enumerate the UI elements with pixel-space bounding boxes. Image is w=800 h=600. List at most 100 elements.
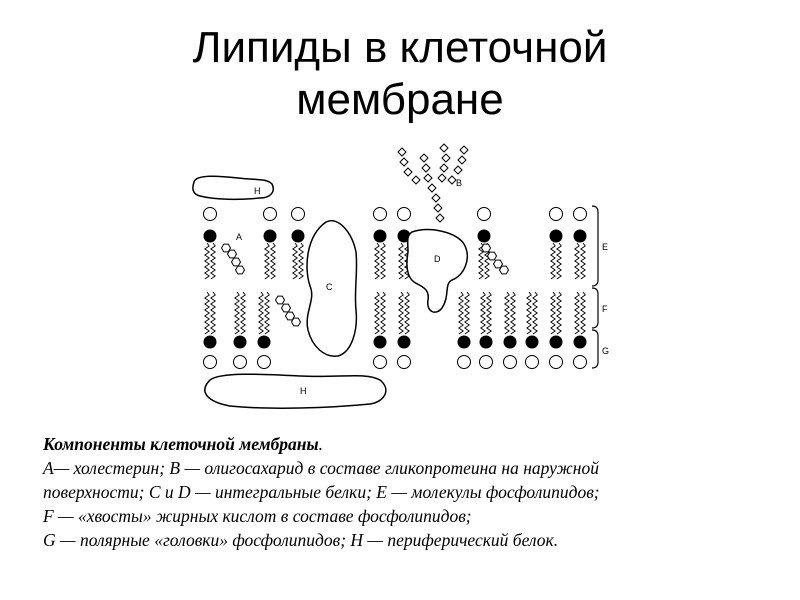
caption-heading-period: . [318,434,324,454]
label-h-top: H [254,186,261,196]
phospholipid-open-head [257,355,271,369]
fatty-acid-tail [404,291,410,335]
phospholipid-open-head [525,355,539,369]
steroid-ring [274,295,286,305]
phospholipid-open-head [503,355,517,369]
label-e: E [602,242,608,252]
label-h-bottom: H [300,386,307,396]
peripheral-protein-bottom [204,373,387,409]
fatty-acid-tail [574,291,580,335]
fatty-acid-tail [458,291,464,335]
sugar-unit [441,153,451,163]
phospholipid-open-head [479,355,493,369]
fatty-acid-tail [398,291,404,335]
sugar-unit [403,167,413,177]
steroid-ring [230,257,242,267]
phospholipid-open-head [233,355,247,369]
phospholipid-open-head [457,355,471,369]
steroid-ring [280,303,292,313]
label-g: G [602,346,609,356]
integral-protein-d [406,228,468,313]
sugar-unit [457,155,467,165]
fatty-acid-tail [374,291,380,335]
fatty-acid-tail [550,291,556,335]
sugar-unit [421,163,431,173]
phospholipid-head [373,335,387,349]
title-line-2: мембране [296,75,504,124]
phospholipid-open-head [373,355,387,369]
steroid-ring [486,251,498,261]
phospholipid-head [503,335,517,349]
phospholipid-open-head [203,207,217,221]
phospholipid-open-head [549,207,563,221]
fatty-acid-tail [298,242,304,280]
label-b: B [456,178,462,188]
caption-line-4: G — полярные «головки» фосфолипидов; H —… [43,530,559,550]
phospholipid-open-head [549,355,563,369]
fatty-acid-tail [398,242,404,280]
fatty-acid-tail [580,291,586,335]
phospholipid-open-head [477,207,491,221]
label-f: F [602,304,608,314]
caption-line-2: поверхности; C и D — интегральные белки;… [43,482,600,502]
fatty-acid-tail [574,242,580,280]
cholesterol-a [220,243,510,327]
phospholipid-head [291,229,305,243]
steroid-ring [480,243,492,253]
phospholipid-layer [203,207,587,369]
integral-protein-c [306,220,358,357]
bracket-f [591,287,599,329]
title-line-1: Липиды в клеточной [192,23,608,72]
sugar-unit [419,153,429,163]
caption-line-1: A— холестерин; B — олигосахарид в состав… [43,458,599,478]
sugar-unit [447,175,457,185]
phospholipid-open-head [203,355,217,369]
bracket-e [591,205,599,287]
label-a: A [236,232,242,242]
phospholipid-open-head [373,207,387,221]
sugar-unit [433,203,443,213]
page-title: Липиды в клеточной мембране [0,22,800,126]
oligosaccharide-b [397,143,469,223]
fatty-acid-tail [504,291,510,335]
steroid-ring [290,317,302,327]
fatty-acid-tail [210,242,216,280]
fatty-acid-tail [550,242,556,280]
sugar-unit [431,193,441,203]
fatty-acid-tail [380,291,386,335]
fatty-acid-tail [510,291,516,335]
fatty-acid-tail [532,291,538,335]
phospholipid-head [233,335,247,349]
fatty-acid-tail [264,242,270,280]
caption-line-3: F — «хвосты» жирных кислот в составе фос… [43,506,472,526]
sugar-unit [437,173,447,183]
fatty-acid-tail [478,242,484,280]
phospholipid-head [203,335,217,349]
phospholipid-head [573,229,587,243]
sugar-unit [439,163,449,173]
phospholipid-head [573,335,587,349]
phospholipid-open-head [397,207,411,221]
fatty-acid-tail [258,291,264,335]
sugar-unit [453,165,463,175]
caption-heading: Компоненты клеточной мембраны [43,434,319,454]
steroid-ring [226,249,238,259]
phospholipid-open-head [397,355,411,369]
phospholipid-head [257,335,271,349]
fatty-acid-tail [580,242,586,280]
fatty-acid-tail [526,291,532,335]
fatty-acid-tail [210,291,216,335]
fatty-acid-tail [480,291,486,335]
sugar-unit [411,175,421,185]
phospholipid-head [263,229,277,243]
phospholipid-head [477,229,491,243]
fatty-acid-tail [292,242,298,280]
phospholipid-head [373,229,387,243]
sugar-unit [459,145,469,155]
fatty-acid-tail [240,291,246,335]
phospholipid-open-head [263,207,277,221]
figure-caption: Компоненты клеточной мембраны. A— холест… [43,432,773,552]
fatty-acid-tail [204,291,210,335]
fatty-acid-tail [204,242,210,280]
fatty-acid-tail [380,242,386,280]
